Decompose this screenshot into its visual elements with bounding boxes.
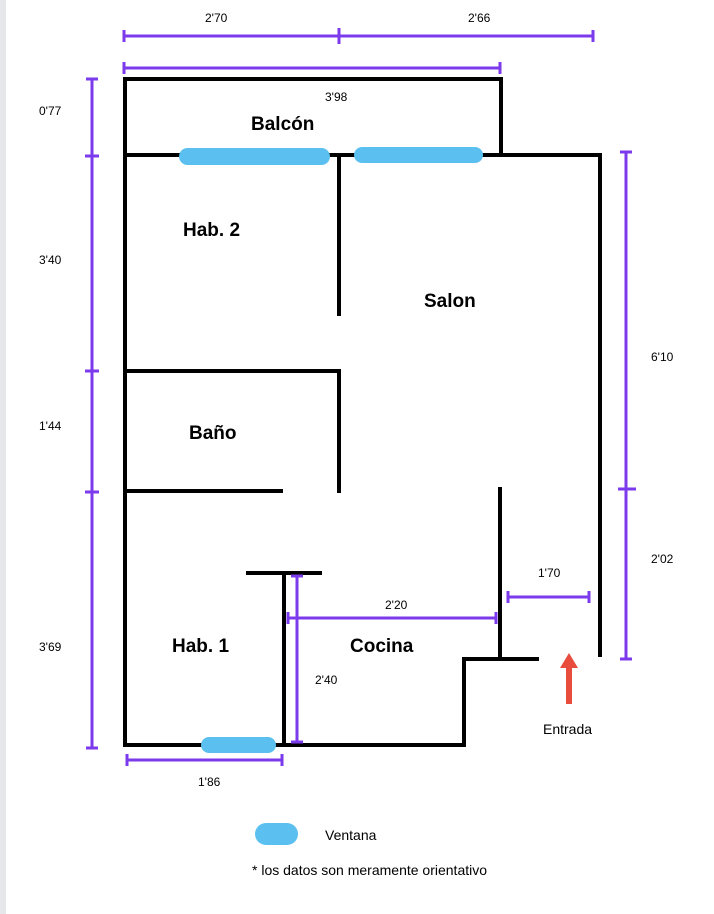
dim-top-right: 2'66 (468, 11, 491, 25)
window-salon (354, 147, 483, 163)
dim-left-hab1: 3'69 (39, 640, 62, 654)
room-label-cocina: Cocina (350, 636, 414, 657)
dim-right-lower: 2'02 (651, 552, 674, 566)
legend-window-label: Ventana (325, 827, 377, 843)
room-label-bano: Baño (189, 423, 237, 444)
room-label-hab2: Hab. 2 (183, 220, 240, 241)
dimension-lines (85, 28, 636, 766)
dimension-labels: 2'70 2'66 3'98 0'77 3'40 1'44 3'69 6'10 … (39, 11, 674, 789)
walls (123, 77, 602, 747)
windows (179, 147, 483, 753)
dim-top-left: 2'70 (205, 11, 228, 25)
entrance-label: Entrada (543, 721, 592, 737)
legend-window-swatch (255, 823, 298, 845)
room-label-balcon: Balcón (251, 114, 314, 135)
dim-right-upper: 6'10 (651, 350, 674, 364)
page-edge (0, 0, 6, 914)
dim-left-hab2: 3'40 (39, 253, 62, 267)
dim-balcony-width: 3'98 (325, 90, 348, 104)
legend: Ventana * los datos son meramente orient… (252, 823, 487, 878)
window-hab1 (201, 737, 276, 753)
dim-left-bano: 1'44 (39, 419, 62, 433)
window-hab2 (179, 148, 330, 165)
legend-note: * los datos son meramente orientativo (252, 862, 487, 878)
dim-hab1-width: 1'86 (198, 775, 221, 789)
entrance-arrow-icon (560, 653, 578, 704)
dim-entrance-width: 1'70 (538, 566, 561, 580)
dim-kitchen-depth: 2'40 (315, 673, 338, 687)
dim-left-balcony: 0'77 (39, 104, 62, 118)
room-label-hab1: Hab. 1 (172, 636, 229, 657)
room-labels: Balcón Hab. 2 Salon Baño Hab. 1 Cocina (172, 114, 476, 657)
dim-kitchen-width: 2'20 (385, 598, 408, 612)
room-label-salon: Salon (424, 291, 476, 312)
